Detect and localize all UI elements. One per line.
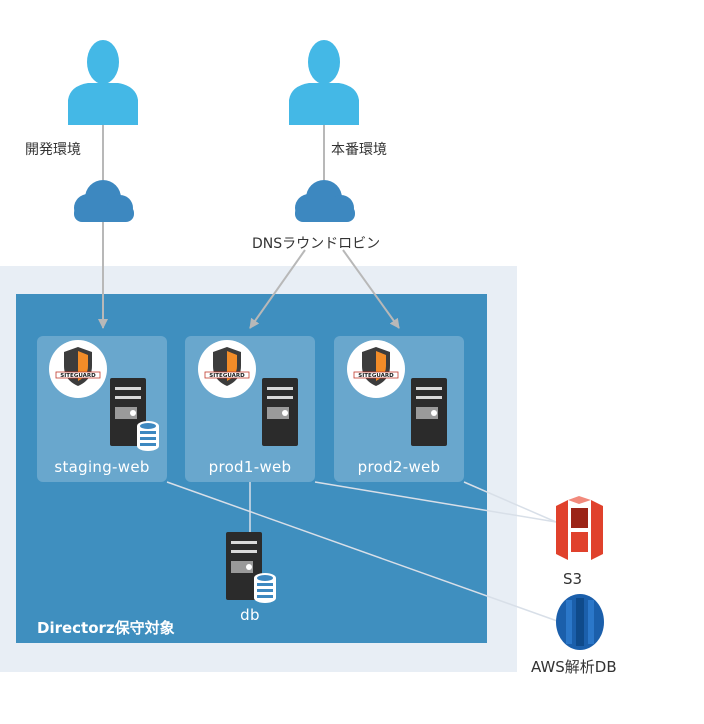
siteguard-badge-prod2: SITEGUARD bbox=[347, 340, 405, 398]
prod-environment-label: 本番環境 bbox=[331, 142, 387, 158]
dns-to-prod1-arrow bbox=[249, 249, 306, 329]
aws-db-label: AWS解析DB bbox=[531, 658, 617, 676]
svg-text:SITEGUARD: SITEGUARD bbox=[60, 373, 96, 379]
dev-environment-label: 開発環境 bbox=[25, 142, 81, 158]
s3-label: S3 bbox=[563, 570, 583, 588]
zone-label: Directorz保守対象 bbox=[37, 619, 175, 637]
db-database-icon bbox=[254, 573, 276, 603]
siteguard-badge-prod1: SITEGUARD bbox=[198, 340, 256, 398]
prod1-web-label: prod1-web bbox=[208, 458, 292, 476]
svg-text:SITEGUARD: SITEGUARD bbox=[209, 373, 245, 379]
db-label: db bbox=[240, 606, 260, 624]
prod1-server-icon bbox=[262, 378, 298, 446]
developer-user-icon bbox=[68, 40, 138, 125]
svg-text:SITEGUARD: SITEGUARD bbox=[358, 373, 394, 379]
siteguard-badge-staging: SITEGUARD bbox=[49, 340, 107, 398]
prod2-web-label: prod2-web bbox=[357, 458, 441, 476]
production-user-icon bbox=[289, 40, 359, 125]
prod-cloud-icon bbox=[295, 180, 355, 222]
db-server-icon bbox=[226, 532, 262, 600]
prod1-to-s3-line bbox=[314, 481, 557, 523]
staging-database-icon bbox=[137, 421, 159, 451]
prod2-server-icon bbox=[411, 378, 447, 446]
prod2-to-s3-line bbox=[463, 481, 557, 523]
dns-round-robin-label: DNSラウンドロビン bbox=[252, 236, 381, 252]
aws-db-icon bbox=[556, 594, 604, 650]
staging-to-aws-db-line bbox=[166, 481, 561, 623]
dev-cloud-icon bbox=[74, 180, 134, 222]
dns-to-prod2-arrow bbox=[342, 249, 400, 329]
staging-web-label: staging-web bbox=[54, 458, 150, 476]
s3-icon bbox=[556, 496, 603, 560]
